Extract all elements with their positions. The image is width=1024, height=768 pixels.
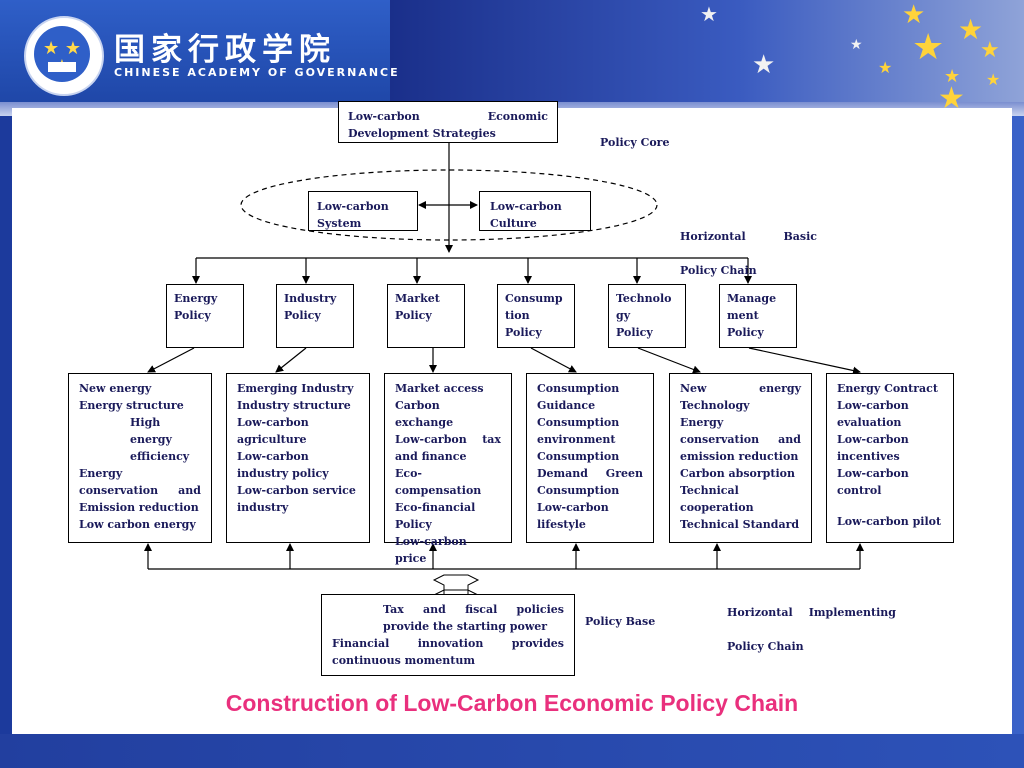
energy-detail-box: New energy Energy structure High energy … (68, 373, 212, 543)
star-icon: ★ (752, 50, 776, 80)
strategy-line-2: Development Strategies (348, 127, 496, 140)
header-title-chinese: 国家行政学院 (114, 32, 336, 68)
management-policy-box: Manage ment Policy (719, 284, 797, 348)
industry-detail-box: Emerging Industry Industry structure Low… (226, 373, 370, 543)
slide-caption: Construction of Low-Carbon Economic Poli… (225, 690, 799, 716)
horizontal-implementing-label: Horizontal Implementing Policy Chain (727, 606, 896, 653)
consumption-detail-arrow (530, 347, 577, 373)
industry-detail-arrow (275, 347, 307, 373)
strategy-box: Low-carbon Economic Development Strategi… (338, 101, 558, 143)
star-icon: ★ (902, 0, 926, 30)
management-detail-arrow (748, 347, 861, 375)
energy-detail-arrow (147, 347, 195, 373)
star-icon: ★ (878, 58, 893, 77)
header-right-panel (390, 0, 1024, 102)
star-icon: ★ (912, 27, 945, 68)
star-icon: ★ (700, 2, 718, 26)
policy-base-box: Tax and fiscal policies provide the star… (321, 594, 575, 676)
strategy-line-1: Low-carbon Economic (348, 110, 548, 123)
policy-core-label: Policy Core (600, 136, 670, 149)
system-box: Low-carbon System (308, 191, 418, 231)
academy-logo: ★ ★ ★ (24, 16, 104, 96)
star-icon: ★ (958, 13, 984, 46)
management-detail-box: Energy Contract Low-carbon evaluation Lo… (826, 373, 954, 543)
technology-detail-arrow (637, 347, 701, 374)
policy-base-label: Policy Base (585, 615, 656, 628)
technology-detail-box: New energy Technology Energy conservatio… (669, 373, 812, 543)
star-icon: ★ (850, 37, 863, 53)
culture-box: Low-carbon Culture (479, 191, 591, 231)
header-title-english: CHINESE ACADEMY OF GOVERNANCE (114, 66, 400, 79)
industry-policy-box: Industry Policy (276, 284, 354, 348)
core-ellipse (240, 169, 658, 241)
horizontal-basic-label: Horizontal Basic Policy Chain (680, 230, 817, 277)
star-icon: ★ (986, 70, 1001, 89)
market-policy-box: Market Policy (387, 284, 465, 348)
star-icon: ★ (944, 66, 961, 87)
footer-band (0, 734, 1024, 768)
market-detail-box: Market access Carbon exchange Low-carbon… (384, 373, 512, 565)
consumption-policy-box: Consump tion Policy (497, 284, 575, 348)
consumption-detail-box: Consumption Guidance Consumption environ… (526, 373, 654, 543)
star-icon: ★ (980, 38, 1000, 63)
base-double-arrow (432, 574, 480, 596)
energy-policy-box: Energy Policy (166, 284, 244, 348)
technology-policy-box: Technolo gy Policy (608, 284, 686, 348)
